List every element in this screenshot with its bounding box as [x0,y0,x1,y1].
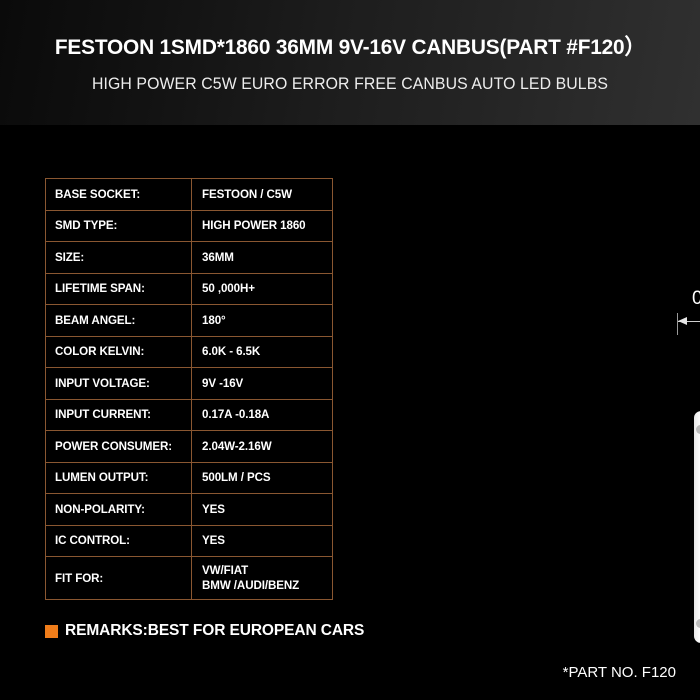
table-row: BASE SOCKET: FESTOON / C5W [45,178,333,211]
housing-rivet [696,619,700,628]
table-row: COLOR KELVIN: 6.0K - 6.5K [45,335,333,368]
spec-key: POWER CONSUMER: [45,430,192,463]
spec-key: COLOR KELVIN: [45,335,192,368]
dimension-front-width-label: 0.393″ [692,288,700,309]
remarks-text: REMARKS:BEST FOR EUROPEAN CARS [65,622,365,639]
spec-value: 6.0K - 6.5K [191,335,333,368]
spec-value: 2.04W-2.16W [191,430,333,463]
dimension-front-width-line [678,321,700,322]
spec-key: INPUT VOLTAGE: [45,367,192,400]
spec-key: LUMEN OUTPUT: [45,461,192,494]
spec-value: 36MM [191,241,333,274]
spec-value: 0.17A -0.18A [191,398,333,431]
spec-value: HIGH POWER 1860 [191,209,333,242]
header-band: FESTOON 1SMD*1860 36MM 9V-16V CANBUS(PAR… [0,0,700,125]
spec-value: 180° [191,304,333,337]
spec-key: SMD TYPE: [45,209,192,242]
part-number-footer: *PART NO. F120 [562,664,676,681]
spec-value: YES [191,493,333,526]
table-row: INPUT CURRENT: 0.17A -0.18A [45,398,333,431]
spec-value: VW/FIAT BMW /AUDI/BENZ [191,556,333,600]
spec-key: BEAM ANGEL: [45,304,192,337]
arrow-left-icon [678,317,687,325]
housing-rivet [696,425,700,434]
table-row: POWER CONSUMER: 2.04W-2.16W [45,430,333,463]
table-row: LUMEN OUTPUT: 500LM / PCS [45,461,333,494]
spec-key: SIZE: [45,241,192,274]
spec-key: NON-POLARITY: [45,493,192,526]
table-row: SIZE: 36MM [45,241,333,274]
led-bulb-front-view: 105V 80J94 R820 [685,325,700,700]
spec-value: 500LM / PCS [191,461,333,494]
fit-for-line-1: VW/FIAT [202,564,249,577]
spec-key: BASE SOCKET: [45,178,192,211]
table-row: NON-POLARITY: YES [45,493,333,526]
square-bullet-icon [45,624,58,638]
spec-key: FIT FOR: [45,556,192,600]
spec-key: INPUT CURRENT: [45,398,192,431]
spec-value: 50 ,000H+ [191,272,333,305]
product-illustration-area: 0.393″ 0.350″ 1.395″ 0.138″ [330,140,700,643]
extension-line [677,313,678,335]
fit-for-line-2: BMW /AUDI/BENZ [202,579,300,592]
bulb-pcb-housing: 105V 80J94 R820 [694,411,700,643]
page-title: FESTOON 1SMD*1860 36MM 9V-16V CANBUS(PAR… [54,35,646,59]
table-row: IC CONTROL: YES [45,524,333,557]
specification-table: BASE SOCKET: FESTOON / C5W SMD TYPE: HIG… [45,178,333,600]
remarks-line: REMARKS:BEST FOR EUROPEAN CARS [45,622,364,640]
spec-key: IC CONTROL: [45,524,192,557]
spec-value: 9V -16V [191,367,333,400]
page-subtitle: HIGH POWER C5W EURO ERROR FREE CANBUS AU… [91,75,609,93]
spec-table-body: BASE SOCKET: FESTOON / C5W SMD TYPE: HIG… [45,178,333,600]
table-row: BEAM ANGEL: 180° [45,304,333,337]
table-row: INPUT VOLTAGE: 9V -16V [45,367,333,400]
spec-key: LIFETIME SPAN: [45,272,192,305]
spec-value: YES [191,524,333,557]
spec-value: FESTOON / C5W [191,178,333,211]
table-row: SMD TYPE: HIGH POWER 1860 [45,209,333,242]
table-row: LIFETIME SPAN: 50 ,000H+ [45,272,333,305]
table-row-fit-for: FIT FOR: VW/FIAT BMW /AUDI/BENZ [45,556,333,600]
